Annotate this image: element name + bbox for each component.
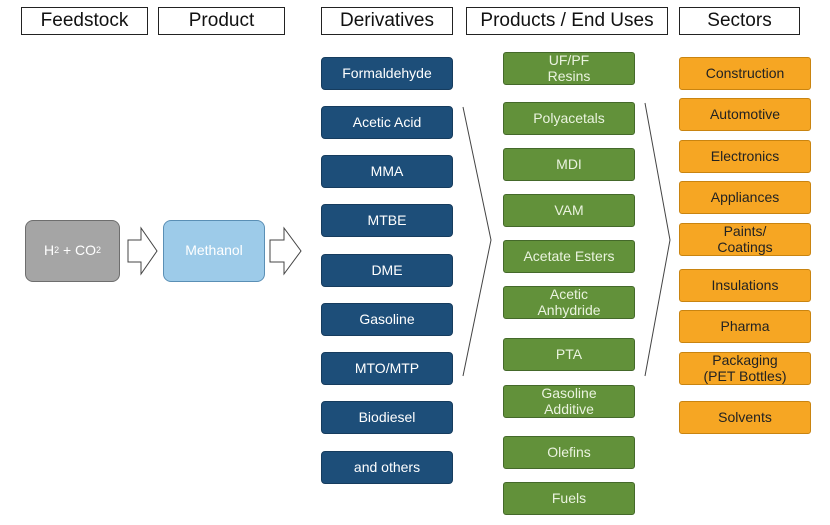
feedstock-plus-co: + CO bbox=[59, 242, 97, 259]
header-sectors: Sectors bbox=[679, 7, 800, 35]
chevron-derivatives-to-end-uses bbox=[462, 106, 492, 377]
header-derivatives: Derivatives bbox=[321, 7, 453, 35]
header-product: Product bbox=[158, 7, 285, 35]
feedstock-co-sub: 2 bbox=[96, 245, 102, 256]
arrow-feedstock-to-methanol bbox=[127, 226, 158, 276]
sector-item: Packaging (PET Bottles) bbox=[679, 352, 811, 385]
derivative-item: Biodiesel bbox=[321, 401, 453, 434]
sector-item: Pharma bbox=[679, 310, 811, 343]
end-use-item: VAM bbox=[503, 194, 635, 227]
sector-item: Paints/ Coatings bbox=[679, 223, 811, 256]
end-use-item: Fuels bbox=[503, 482, 635, 515]
feedstock-h: H bbox=[43, 242, 55, 259]
derivative-item: MTO/MTP bbox=[321, 352, 453, 385]
end-use-item: UF/PF Resins bbox=[503, 52, 635, 85]
header-feedstock: Feedstock bbox=[21, 7, 148, 35]
sector-item: Construction bbox=[679, 57, 811, 90]
end-use-item: MDI bbox=[503, 148, 635, 181]
feedstock-h-sub: 2 bbox=[54, 245, 60, 256]
sector-item: Electronics bbox=[679, 140, 811, 173]
end-use-item: Polyacetals bbox=[503, 102, 635, 135]
derivative-item: MMA bbox=[321, 155, 453, 188]
derivative-item: and others bbox=[321, 451, 453, 484]
end-use-item: Acetic Anhydride bbox=[503, 286, 635, 319]
methanol-box: Methanol bbox=[163, 220, 265, 282]
sector-item: Solvents bbox=[679, 401, 811, 434]
chevron-end-uses-to-sectors bbox=[644, 102, 671, 377]
derivative-item: Acetic Acid bbox=[321, 106, 453, 139]
end-use-item: Olefins bbox=[503, 436, 635, 469]
derivative-item: Formaldehyde bbox=[321, 57, 453, 90]
end-use-item: PTA bbox=[503, 338, 635, 371]
sector-item: Insulations bbox=[679, 269, 811, 302]
derivative-item: Gasoline bbox=[321, 303, 453, 336]
end-use-item: Acetate Esters bbox=[503, 240, 635, 273]
header-end-uses: Products / End Uses bbox=[466, 7, 668, 35]
derivative-item: DME bbox=[321, 254, 453, 287]
derivative-item: MTBE bbox=[321, 204, 453, 237]
arrow-methanol-to-derivatives bbox=[269, 226, 302, 276]
end-use-item: Gasoline Additive bbox=[503, 385, 635, 418]
sector-item: Appliances bbox=[679, 181, 811, 214]
sector-item: Automotive bbox=[679, 98, 811, 131]
